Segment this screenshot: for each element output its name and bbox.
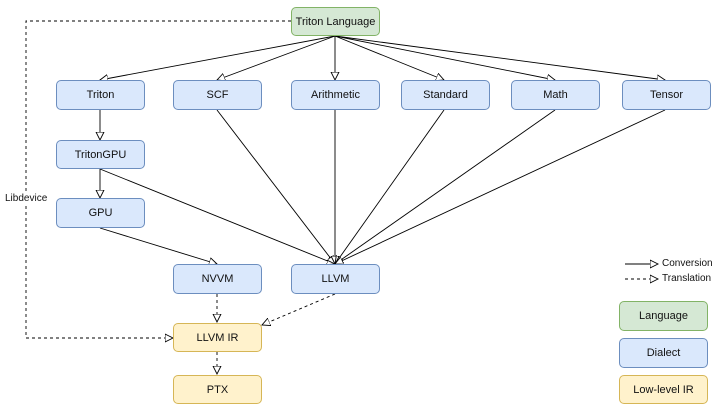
edge-language-to-triton [100,35,336,80]
edge-libdevice [25,20,291,338]
edge-tensor-to-llvm [335,109,666,264]
node-gpu: GPU [56,198,145,228]
edge-scf-to-llvm [216,109,335,264]
edge-math-to-llvm [335,109,556,264]
edge-llvm-to-llvmir [262,293,336,325]
edge-language-to-standard [334,35,444,80]
node-scf: SCF [173,80,262,110]
legend-conversion-label: Conversion [662,258,713,269]
edge-language-to-math [334,35,555,80]
legend-translation-label: Translation [662,273,712,284]
node-triton-language: Triton Language [291,7,380,36]
edge-standard-to-llvm [335,109,445,264]
edge-language-to-tensor [334,35,665,80]
edge-tritongpu-to-llvm [99,168,335,264]
edge-gpu-to-nvvm [99,227,217,264]
node-ptx: PTX [173,375,262,404]
node-tensor: Tensor [622,80,711,110]
legend-language: Language [619,301,708,331]
node-triton: Triton [56,80,145,110]
libdevice-label: Libdevice [4,192,49,205]
node-standard: Standard [401,80,490,110]
node-math: Math [511,80,600,110]
edge-language-to-scf [217,35,336,80]
legend-dialect: Dialect [619,338,708,368]
node-llvm-ir: LLVM IR [173,323,262,352]
node-nvvm: NVVM [173,264,262,294]
node-llvm: LLVM [291,264,380,294]
legend-low-level-ir: Low-level IR [619,375,708,404]
node-tritongpu: TritonGPU [56,140,145,169]
node-arithmetic: Arithmetic [291,80,380,110]
